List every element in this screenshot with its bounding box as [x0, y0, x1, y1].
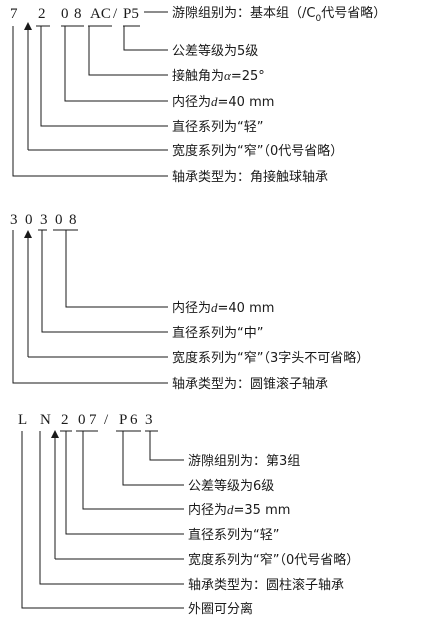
- b3-char-n: N: [40, 412, 51, 428]
- b1-char-2: 2: [38, 6, 46, 22]
- b2-type-label: 轴承类型为：圆锥滚子轴承: [172, 376, 328, 392]
- b1-char-8: 8: [74, 6, 82, 22]
- b3-bore-label: 内径为d=35 mm: [188, 502, 290, 518]
- b1-contact-label: 接触角为α=25°: [172, 68, 265, 84]
- b1-tolerance-leader: [123, 25, 168, 51]
- b1-char-p5: P5: [123, 6, 139, 22]
- b3-char-p: P: [119, 412, 127, 428]
- b2-char-3a: 3: [10, 212, 18, 228]
- b1-width-arrow: [24, 22, 32, 30]
- b3-tolerance-label: 公差等级为6级: [188, 478, 274, 494]
- b1-contact-leader: [88, 25, 168, 76]
- b1-char-0: 0: [61, 6, 69, 22]
- b2-char-0b: 0: [55, 212, 63, 228]
- b3-clearance-leader: [145, 430, 184, 461]
- b1-width-leader: [27, 30, 168, 151]
- b2-bore-label: 内径为d=40 mm: [172, 300, 274, 316]
- b1-clearance-label: 游隙组别为：基本组（/C0代号省略）: [172, 5, 386, 24]
- b3-char-3: 3: [145, 412, 153, 428]
- b1-width-label: 宽度系列为“窄”（0代号省略）: [172, 143, 343, 159]
- b2-char-8: 8: [69, 212, 77, 228]
- b3-width-leader: [54, 438, 184, 560]
- b1-bore-label: 内径为d=40 mm: [172, 94, 274, 110]
- b3-width-arrow: [51, 430, 59, 438]
- b3-bore-leader: [76, 430, 184, 510]
- b2-width-leader: [27, 238, 168, 358]
- bearing-3-group: L N 2 0 7 / P 6 3 游隙组别为：第3组 公差等级为6级 内径为d…: [18, 412, 359, 617]
- b3-separable-leader: [21, 431, 184, 609]
- b2-bore-leader: [53, 229, 168, 308]
- b3-type-label: 轴承类型为：圆柱滚子轴承: [188, 577, 344, 593]
- bearing-1-group: 7 2 0 8 AC / P5 游隙组别为：基本组（/C0代号省略） 公差等级为…: [10, 5, 386, 185]
- b3-char-7: 7: [89, 412, 97, 428]
- b1-tolerance-label: 公差等级为5级: [172, 43, 258, 59]
- b3-char-2: 2: [61, 412, 69, 428]
- b3-char-0: 0: [78, 412, 86, 428]
- b3-char-6: 6: [130, 412, 138, 428]
- b3-char-l: L: [18, 412, 27, 428]
- b1-bore-leader: [61, 25, 168, 102]
- b2-type-leader: [12, 230, 168, 384]
- b1-char-slash: /: [113, 6, 118, 22]
- b1-char-ac: AC: [90, 6, 111, 22]
- b3-width-label: 宽度系列为“窄”（0代号省略）: [188, 552, 359, 568]
- b3-diameter-label: 直径系列为“轻”: [188, 528, 279, 543]
- b3-separable-label: 外圈可分离: [188, 601, 253, 617]
- b1-char-7: 7: [10, 6, 18, 22]
- b1-type-leader: [12, 26, 168, 177]
- b1-type-label: 轴承类型为：角接触球轴承: [172, 169, 328, 185]
- b3-clearance-label: 游隙组别为：第3组: [188, 454, 300, 469]
- b1-diameter-label: 直径系列为“轻”: [172, 120, 263, 135]
- b3-diameter-leader: [60, 430, 184, 535]
- b3-char-slash: /: [104, 412, 109, 428]
- b2-width-label: 宽度系列为“窄”（3字头不可省略）: [172, 350, 369, 366]
- b2-char-3b: 3: [40, 212, 48, 228]
- b2-width-arrow: [24, 230, 32, 238]
- b2-diameter-leader: [38, 229, 168, 333]
- b1-diameter-leader: [36, 25, 168, 127]
- b3-tolerance-leader: [116, 430, 184, 486]
- b2-char-0a: 0: [25, 212, 33, 228]
- bearing-2-group: 3 0 3 0 8 内径为d=40 mm 直径系列为“中” 宽度系列为“窄”（3…: [10, 212, 369, 392]
- b2-diameter-label: 直径系列为“中”: [172, 326, 263, 341]
- b3-type-leader: [39, 431, 184, 585]
